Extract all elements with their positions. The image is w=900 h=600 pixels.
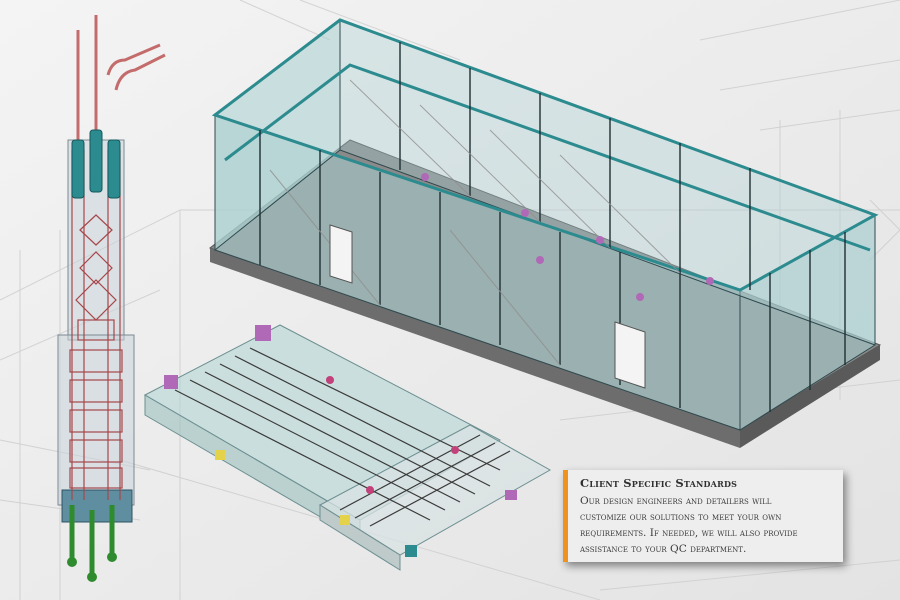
anchor-bolts	[69, 505, 115, 575]
couplers	[71, 129, 121, 199]
rebar-starters	[76, 15, 166, 150]
roof-beams	[211, 18, 879, 292]
door-openings	[329, 224, 646, 389]
caption-panel: Client Specific Standards Our design eng…	[563, 470, 843, 562]
caption-title: Client Specific Standards	[580, 476, 738, 490]
slab-body	[143, 324, 552, 571]
slab-inserts	[164, 325, 517, 557]
connection-plates	[421, 173, 714, 301]
caption-line: Our design engineers and detailers will	[580, 495, 772, 507]
rebar-cage	[69, 150, 123, 500]
caption-body: Our design engineers and detailers will …	[580, 493, 835, 557]
caption-line: assistance to your QC department.	[580, 543, 747, 555]
caption-line: requirements. If needed, we will also pr…	[580, 527, 798, 539]
walls	[214, 18, 876, 431]
caption-line: customize our solutions to meet your own	[580, 511, 782, 523]
